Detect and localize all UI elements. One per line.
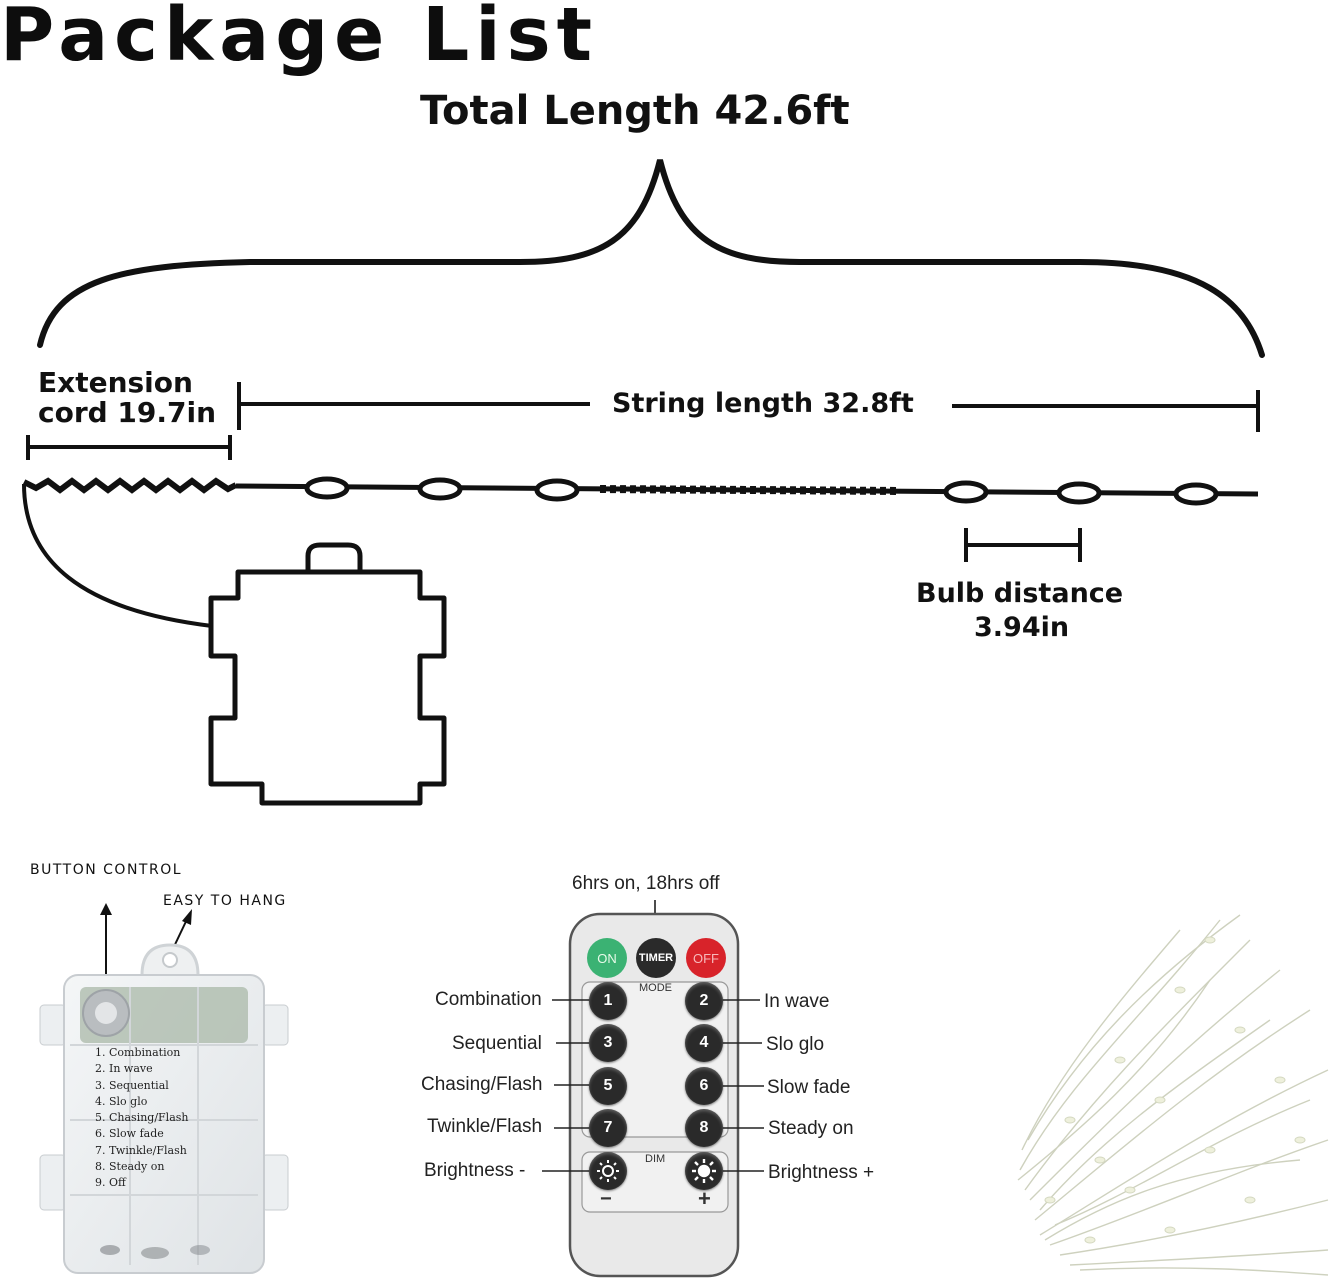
remote-label-combination: Combination <box>435 989 542 1010</box>
bulb-1 <box>304 476 350 500</box>
mode-key-4[interactable]: 4 <box>685 1024 723 1062</box>
mode-list-item: 2. In wave <box>95 1062 153 1076</box>
remote-label-slow-fade: Slow fade <box>767 1077 851 1098</box>
dim-section-label: DIM <box>645 1153 666 1165</box>
string-length-dimension <box>237 382 1260 432</box>
remote-label-twinkle-flash: Twinkle/Flash <box>427 1116 543 1137</box>
extension-cord-zigzag <box>22 477 238 494</box>
lead-wire <box>22 483 213 628</box>
bulb-distance-dimension <box>964 528 1082 562</box>
timer-note: 6hrs on, 18hrs off <box>572 873 720 894</box>
page-title: Package List <box>0 0 599 78</box>
brightness-up-button[interactable] <box>685 1152 723 1190</box>
mode-key-2[interactable]: 2 <box>685 982 723 1020</box>
remote-label-brightness-down: Brightness - <box>424 1160 526 1181</box>
bulbs <box>304 476 1219 506</box>
dim-plus-symbol: + <box>698 1186 711 1211</box>
string-length-label: String length 32.8ft <box>612 388 914 419</box>
extension-cord-label-line1: Extension <box>38 366 193 399</box>
battery-box-photo <box>39 903 289 1274</box>
bulb-2 <box>417 477 463 501</box>
mode-key-8[interactable]: 8 <box>685 1109 723 1147</box>
bulb-6 <box>1173 482 1219 506</box>
dim-minus-symbol: − <box>600 1188 612 1210</box>
timer-button[interactable]: TIMER <box>636 938 676 978</box>
mode-list-item: 1. Combination <box>95 1046 181 1059</box>
bulb-3 <box>534 478 580 502</box>
sun-bright-icon <box>692 1159 716 1183</box>
mode-key-5[interactable]: 5 <box>589 1067 627 1105</box>
bulb-distance-label-line2: 3.94in <box>974 612 1070 643</box>
mode-list-item: 6. Slow fade <box>95 1127 164 1141</box>
battery-box-outline <box>208 542 447 806</box>
mode-list-item: 8. Steady on <box>95 1160 165 1174</box>
mode-key-1[interactable]: 1 <box>589 982 627 1020</box>
remote-label-steady-on: Steady on <box>768 1118 854 1139</box>
total-length-label: Total Length 42.6ft <box>420 88 850 134</box>
brightness-down-button[interactable] <box>589 1152 627 1190</box>
mode-key-7[interactable]: 7 <box>589 1109 627 1147</box>
remote-label-chasing-flash: Chasing/Flash <box>421 1074 543 1095</box>
mode-section-label: MODE <box>639 982 672 994</box>
mode-key-6[interactable]: 6 <box>685 1067 723 1105</box>
remote-label-slo-glo: Slo glo <box>766 1034 825 1055</box>
bulb-5 <box>1056 481 1102 505</box>
on-button[interactable]: ON <box>587 938 627 978</box>
bulb-distance-label-line1: Bulb distance <box>916 578 1124 609</box>
battery-box-mode-list: 1. Combination 2. In wave 3. Sequential … <box>95 1045 188 1192</box>
remote-label-sequential: Sequential <box>452 1033 542 1054</box>
mode-list-item: 3. Sequential <box>95 1078 169 1092</box>
off-button[interactable]: OFF <box>686 938 726 978</box>
sun-dim-icon <box>597 1160 619 1182</box>
light-string-wire <box>235 483 1259 497</box>
extension-cord-label-line2: cord 19.7in <box>38 396 217 429</box>
mode-list-item: 5. Chasing/Flash <box>95 1111 189 1125</box>
mode-key-3[interactable]: 3 <box>589 1024 627 1062</box>
mode-list-item: 9. Off <box>95 1176 126 1190</box>
mode-list-item: 7. Twinkle/Flash <box>95 1143 187 1157</box>
bulb-4 <box>943 480 989 504</box>
easy-to-hang-caption: EASY TO HANG <box>163 893 287 909</box>
remote-label-brightness-up: Brightness + <box>768 1162 875 1183</box>
fairy-lights-photo <box>1017 914 1329 1276</box>
mode-list-item: 4. Slo glo <box>95 1094 148 1108</box>
button-control-caption: BUTTON CONTROL <box>30 862 183 878</box>
extension-cord-dimension <box>26 435 232 460</box>
remote-label-in-wave: In wave <box>764 991 830 1012</box>
total-length-brace <box>37 159 1265 358</box>
string-light-diagram <box>22 159 1265 806</box>
